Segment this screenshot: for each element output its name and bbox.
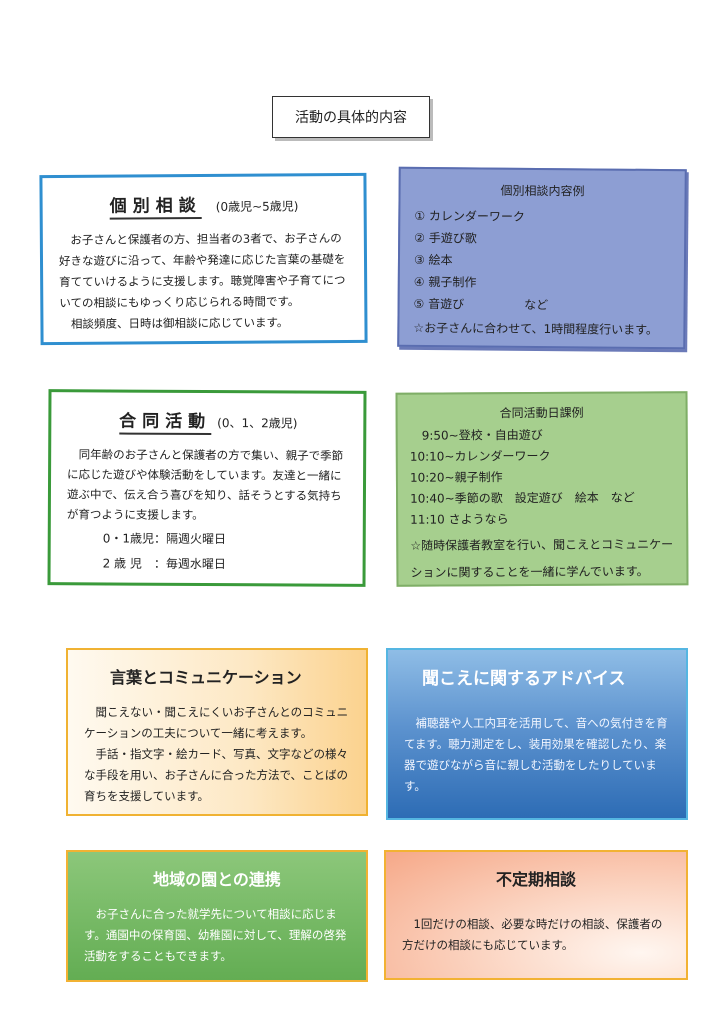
language-communication-text-2: 手話・指文字・絵カード、写真、文字などの様々な手段を用い、お子さんに合った方法で… bbox=[84, 747, 349, 803]
list-item: ② 手遊び歌 bbox=[414, 230, 477, 246]
page-title: 活動の具体的内容 bbox=[272, 96, 430, 138]
list-item: ④ 親子制作 bbox=[413, 274, 477, 290]
schedule-0-1: 0・1歳児：隔週火曜日 bbox=[102, 531, 227, 547]
consultation-examples-note: ☆お子さんに合わせて、1時間程度行います。 bbox=[413, 320, 659, 338]
schedule-line: 9:50~登校・自由遊び bbox=[409, 427, 543, 443]
local-cooperation-card: 地域の園との連携 お子さんに合った就学先について相談に応じます。通園中の保育園、… bbox=[66, 850, 368, 982]
schedule-title: 合同活動日課例 bbox=[499, 405, 584, 421]
schedule-line: 10:20~親子制作 bbox=[409, 470, 503, 485]
joint-activity-age: (0、1、2歳児) bbox=[217, 416, 298, 431]
individual-consultation-text: お子さんと保護者の方、担当者の3者で、お子さんの好きな遊びに沿って、年齢や発達に… bbox=[58, 231, 346, 311]
joint-activity-box: 合同活動 (0、1、2歳児) 同年齢のお子さんと保護者の方で集い、親子で季節に応… bbox=[47, 389, 367, 587]
individual-consultation-box: 個別相談 (0歳児~5歳児) お子さんと保護者の方、担当者の3者で、お子さんの好… bbox=[39, 172, 368, 346]
irregular-consultation-card: 不定期相談 1回だけの相談、必要な時だけの相談、保護者の方だけの相談にも応じてい… bbox=[384, 850, 688, 980]
hearing-advice-title: 聞こえに関するアドバイス bbox=[422, 669, 626, 689]
joint-activity-text: 同年齢のお子さんと保護者の方で集い、親子で季節に応じた遊びや体験活動をしています… bbox=[66, 447, 344, 522]
joint-activity-heading: 合同活動 bbox=[119, 406, 212, 436]
individual-consultation-age: (0歳児~5歳児) bbox=[215, 199, 299, 214]
individual-consultation-frequency: 相談頻度、日時は御相談に応じています。 bbox=[70, 315, 289, 331]
list-item: ③ 絵本 bbox=[413, 252, 453, 268]
individual-consultation-heading: 個別相談 bbox=[109, 191, 202, 220]
joint-activity-schedule-box: 合同活動日課例 9:50~登校・自由遊び 10:10~カレンダーワーク 10:2… bbox=[395, 391, 689, 587]
consultation-examples-list: ① カレンダーワーク ② 手遊び歌 ③ 絵本 ④ 親子制作 ⑤ 音遊び など bbox=[413, 205, 670, 317]
schedule-2: 2 歳 児 ：毎週水曜日 bbox=[102, 556, 226, 572]
language-communication-text: 聞こえない・聞こえにくいお子さんとのコミュニケーションの工夫について一緒に考えま… bbox=[84, 705, 349, 740]
local-cooperation-title: 地域の園との連携 bbox=[153, 870, 281, 889]
language-communication-card: 言葉とコミュニケーション 聞こえない・聞こえにくいお子さんとのコミュニケーション… bbox=[66, 648, 368, 816]
irregular-consultation-title: 不定期相談 bbox=[495, 870, 576, 889]
irregular-consultation-text: 1回だけの相談、必要な時だけの相談、保護者の方だけの相談にも応じています。 bbox=[402, 917, 663, 952]
schedule-line: 10:40~季節の歌 設定遊び 絵本 など bbox=[410, 490, 635, 506]
language-communication-title: 言葉とコミュニケーション bbox=[110, 668, 302, 687]
schedule-line: 10:10~カレンダーワーク bbox=[409, 448, 551, 464]
hearing-advice-card: 聞こえに関するアドバイス 補聴器や人工内耳を活用して、音への気付きを育てます。聴… bbox=[386, 648, 688, 820]
list-item: ① カレンダーワーク bbox=[414, 208, 525, 224]
list-item: ⑤ 音遊び など bbox=[413, 296, 549, 313]
hearing-advice-text: 補聴器や人工内耳を活用して、音への気付きを育てます。聴力測定をし、装用効果を確認… bbox=[404, 716, 668, 793]
schedule-note: ☆随時保護者教室を行い、聞こえとコミュニケーションに関することを一緒に学んでいま… bbox=[410, 537, 674, 580]
schedule-line: 11:10 さようなら bbox=[410, 512, 509, 527]
consultation-examples-title: 個別相談内容例 bbox=[500, 183, 585, 199]
local-cooperation-text: お子さんに合った就学先について相談に応じます。通園中の保育園、幼稚園に対して、理… bbox=[84, 907, 347, 963]
consultation-examples-box: 個別相談内容例 ① カレンダーワーク ② 手遊び歌 ③ 絵本 ④ 親子制作 ⑤ … bbox=[397, 166, 687, 350]
